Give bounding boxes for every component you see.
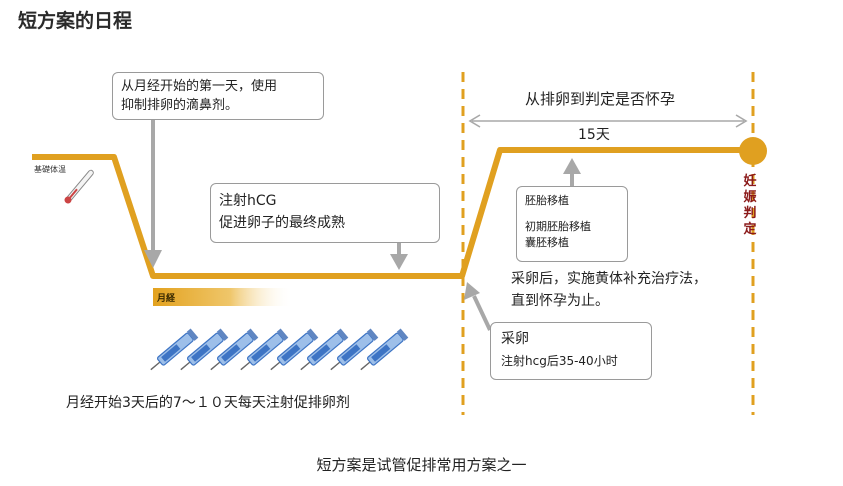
- range-title: 从排卵到判定是否怀孕: [525, 90, 676, 108]
- syringe-icon: [300, 328, 349, 371]
- callout-hcg-injection: 注射hCG 促进卵子的最终成熟: [210, 183, 440, 243]
- diagram-title: 短方案的日程: [18, 10, 133, 32]
- syringe-icon: [150, 328, 199, 371]
- thermometer-icon: [64, 169, 94, 204]
- retrieval-arrow: [472, 295, 492, 331]
- callout-start-of-cycle: 从月经开始的第一天，使用 抑制排卵的滴鼻剂。: [112, 72, 324, 120]
- injection-note: 月经开始3天后的7～１０天每天注射促排卵剂: [66, 395, 350, 411]
- retrieval-detail: 注射hcg后35-40小时: [501, 354, 618, 368]
- callout-hcg-line: 促进卵子的最终成熟: [219, 215, 345, 231]
- pregnancy-verdict-label: 妊娠判定: [743, 174, 757, 237]
- injection-syringe-row: [150, 328, 409, 371]
- callout-start-line: 从月经开始的第一天，使用: [121, 79, 278, 94]
- figure-caption: 短方案是试管促排常用方案之一: [316, 456, 527, 474]
- syringe-icon: [270, 328, 319, 371]
- callout-start-line: 抑制排卵的滴鼻剂。: [121, 98, 239, 113]
- callout-hcg-line: 注射hCG: [219, 193, 277, 209]
- range-days: 15天: [578, 127, 610, 143]
- syringe-icon: [330, 328, 379, 371]
- transfer-line: 胚胎移植: [525, 194, 569, 207]
- syringe-icon: [210, 328, 259, 371]
- callout-egg-retrieval: 采卵 注射hcg后35-40小时: [490, 322, 652, 380]
- transfer-line: 初期胚胎移植: [525, 220, 591, 233]
- retrieval-title: 采卵: [501, 331, 529, 347]
- luteal-line: 直到怀孕为止。: [511, 293, 609, 309]
- luteal-support-note: 采卵后，实施黄体补充治疗法， 直到怀孕为止。: [511, 268, 751, 312]
- transfer-line: 囊胚移植: [525, 236, 569, 249]
- syringe-icon: [360, 328, 409, 371]
- callout-embryo-transfer: 胚胎移植 初期胚胎移植 囊胚移植: [516, 186, 628, 262]
- syringe-icon: [180, 328, 229, 371]
- syringe-icon: [240, 328, 289, 371]
- period-bar: [153, 288, 293, 306]
- period-label: 月経: [157, 294, 176, 304]
- luteal-line: 采卵后，实施黄体补充治疗法，: [511, 271, 707, 287]
- basal-temperature-curve: [32, 147, 752, 279]
- end-point-dot: [739, 137, 767, 165]
- basal-temperature-label: 基礎体温: [34, 165, 66, 174]
